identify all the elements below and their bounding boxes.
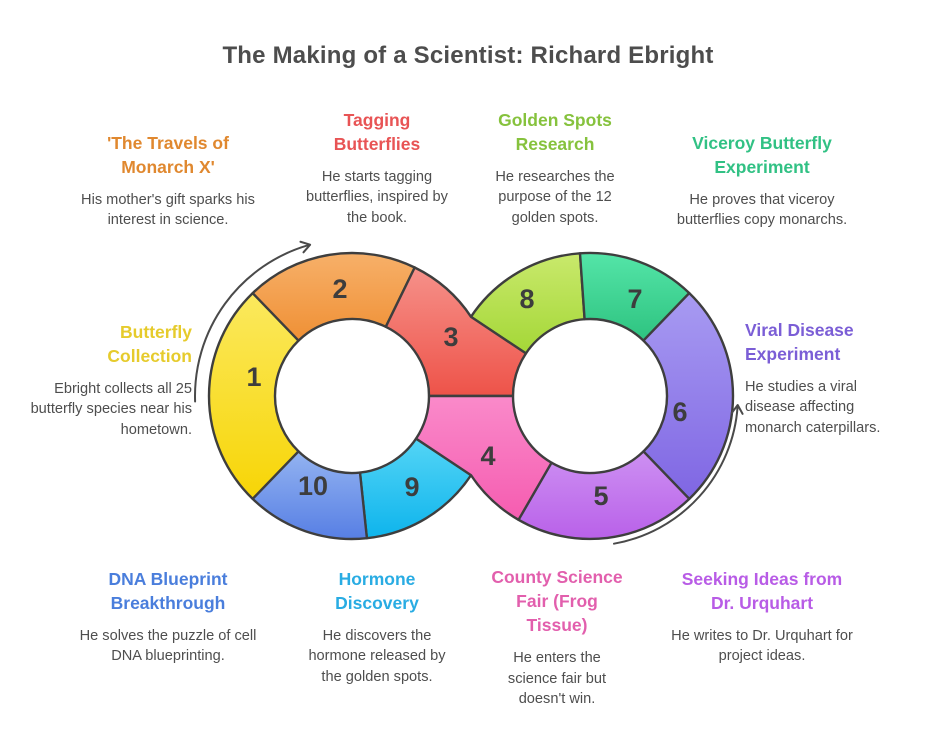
segment-number-4: 4 — [480, 441, 495, 471]
counterclockwise-flow-arrow-icon — [613, 404, 744, 545]
stage-card-hormone-discovery: Hormone Discovery He discovers the hormo… — [287, 567, 467, 687]
stage-card-dna-blueprint-breakthrough: DNA Blueprint Breakthrough He solves the… — [58, 567, 278, 667]
stage-description: His mother's gift sparks his interest in… — [81, 192, 255, 229]
segment-number-5: 5 — [593, 481, 608, 511]
stage-description: He proves that viceroy butterflies copy … — [676, 192, 848, 229]
stage-card-golden-spots-research: Golden Spots Research He researches the … — [470, 108, 640, 228]
segment-4 — [414, 394, 553, 521]
segment-1 — [207, 291, 300, 501]
stage-description: He enters the science fair but doesn't w… — [507, 650, 607, 707]
stage-card-viceroy-butterfly-experiment: Viceroy Butterfly Experiment He proves t… — [652, 131, 872, 231]
segment-6 — [642, 291, 735, 501]
segment-3 — [384, 266, 528, 398]
segment-number-1: 1 — [246, 362, 261, 392]
stage-description: He researches the purpose of the 12 gold… — [495, 169, 615, 226]
segment-10 — [251, 450, 369, 541]
stage-title: Golden Spots Research — [498, 110, 612, 155]
segment-number-6: 6 — [672, 397, 687, 427]
stage-description: He discovers the hormone released by the… — [308, 628, 446, 685]
stage-title: Seeking Ideas from Dr. Urquhart — [681, 569, 843, 614]
stage-title: Butterfly Collection — [107, 322, 192, 367]
stage-description: Ebright collects all 25 butterfly specie… — [30, 381, 192, 438]
stage-description: He writes to Dr. Urquhart for project id… — [671, 628, 853, 665]
page-title: The Making of a Scientist: Richard Ebrig… — [222, 42, 714, 69]
stage-title: 'The Travels of Monarch X' — [107, 133, 229, 178]
stage-title: County Science Fair (Frog Tissue) — [491, 567, 623, 636]
segment-number-9: 9 — [404, 472, 419, 502]
stage-title: DNA Blueprint Breakthrough — [108, 569, 228, 614]
stage-card-viral-disease-experiment: Viral Disease Experiment He studies a vi… — [745, 318, 930, 438]
segment-number-10: 10 — [298, 471, 328, 501]
segment-number-7: 7 — [627, 284, 642, 314]
stage-description: He solves the puzzle of cell DNA bluepri… — [79, 628, 257, 665]
stage-title: Viceroy Butterfly Experiment — [692, 133, 832, 178]
stage-card-county-science-fair: County Science Fair (Frog Tissue) He ent… — [472, 565, 642, 709]
stage-card-travels-of-monarch-x: 'The Travels of Monarch X' His mother's … — [58, 131, 278, 231]
stage-title: Viral Disease Experiment — [745, 320, 854, 365]
stage-description: He studies a viral disease affecting mon… — [745, 379, 881, 436]
clockwise-flow-arrow-icon — [194, 240, 312, 403]
stage-card-tagging-butterflies: Tagging Butterflies He starts tagging bu… — [292, 108, 462, 228]
segment-5 — [517, 450, 691, 541]
stage-description: He starts tagging butterflies, inspired … — [306, 169, 448, 226]
segment-number-8: 8 — [519, 284, 534, 314]
segment-number-2: 2 — [332, 274, 347, 304]
stage-card-butterfly-collection: Butterfly Collection Ebright collects al… — [18, 320, 192, 440]
stage-card-seeking-ideas-urquhart: Seeking Ideas from Dr. Urquhart He write… — [652, 567, 872, 667]
stage-title: Tagging Butterflies — [333, 110, 421, 155]
segment-2 — [251, 251, 416, 342]
segment-number-3: 3 — [443, 322, 458, 352]
stage-title: Hormone Discovery — [335, 569, 419, 614]
